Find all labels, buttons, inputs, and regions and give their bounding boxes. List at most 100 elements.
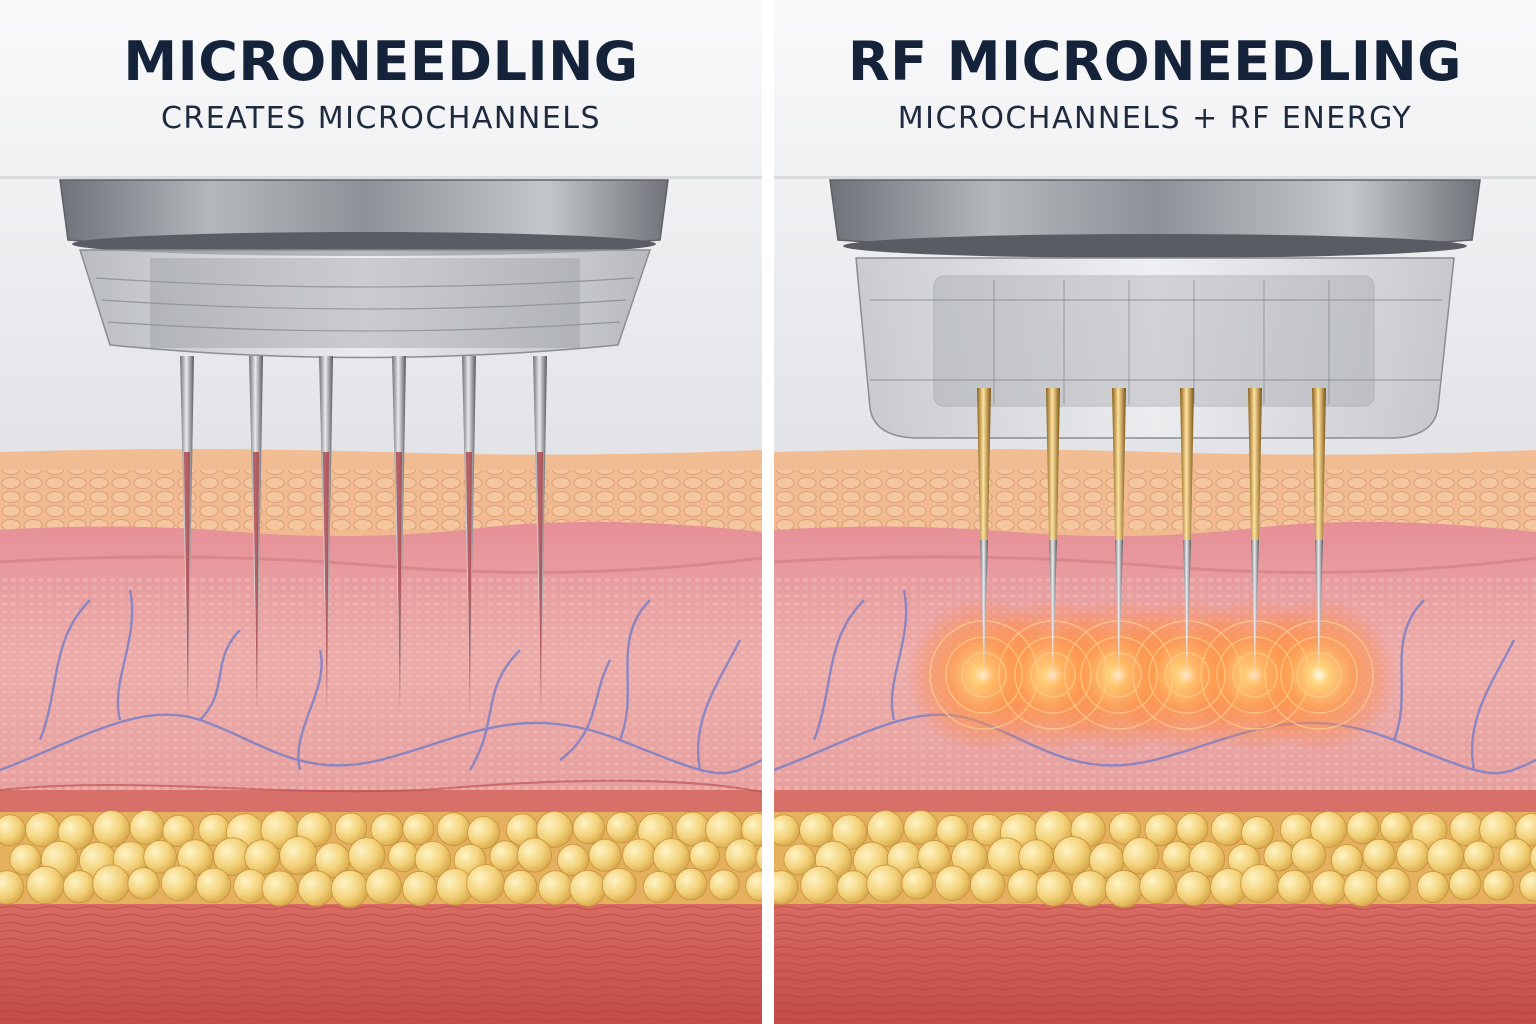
fat-cell <box>436 812 471 846</box>
fat-cell <box>774 870 799 905</box>
rf-energy-zones <box>906 597 1397 753</box>
rf-needle <box>1112 388 1126 672</box>
fat-cell <box>1380 811 1412 844</box>
needle <box>180 356 194 712</box>
rf-needle <box>1046 388 1060 672</box>
fat-cell <box>741 813 762 847</box>
fat-cell <box>1035 870 1072 907</box>
fat-cell <box>1241 816 1274 849</box>
fat-cell <box>1529 844 1536 872</box>
fat-cell <box>1210 812 1245 846</box>
fat-cell <box>1375 867 1411 903</box>
rf-microneedling-illustration <box>774 0 1536 1024</box>
fat-cell <box>724 838 759 873</box>
fat-cell <box>755 844 762 872</box>
fat-cell <box>0 870 25 905</box>
panel-subtitle: CREATES MICROCHANNELS <box>160 101 602 137</box>
fat-cell <box>1416 871 1449 904</box>
panel-microneedling: MICRONEEDLING CREATES MICROCHANNELS <box>0 0 762 1024</box>
fat-cell <box>951 839 988 876</box>
fat-cell <box>601 867 637 903</box>
fat-cell <box>572 811 606 845</box>
fat-cell <box>1343 869 1380 907</box>
fat-cell <box>1515 813 1536 847</box>
fat-cell <box>297 870 335 907</box>
fat-cell <box>866 864 905 903</box>
rf-microneedling-device <box>829 179 1481 439</box>
fat-cell <box>127 867 160 900</box>
fat-cell <box>1071 870 1109 907</box>
fat-cell <box>387 841 419 873</box>
fat-cell <box>62 870 96 904</box>
fat-cell <box>1161 841 1193 873</box>
fat-cell <box>903 810 939 845</box>
needle-array <box>180 356 547 712</box>
fat-cell <box>92 864 131 903</box>
fat-cell <box>279 836 319 875</box>
fat-cell <box>334 812 368 845</box>
fat-cell <box>1108 812 1142 845</box>
fat-cell <box>557 844 590 877</box>
fat-cell <box>917 840 951 874</box>
fat-cell <box>689 840 721 872</box>
fat-cell <box>503 869 538 904</box>
needle <box>249 356 263 712</box>
fat-cell <box>348 837 386 875</box>
rf-needle <box>977 388 991 672</box>
fat-cell <box>1277 869 1312 904</box>
left-title-block: MICRONEEDLING CREATES MICROCHANNELS <box>0 30 762 137</box>
fat-cell <box>93 810 131 848</box>
rf-needle <box>1312 388 1326 672</box>
fat-cell <box>1346 811 1380 845</box>
fat-cell <box>970 867 1006 903</box>
fat-cell <box>517 837 553 873</box>
fat-cell <box>467 816 500 849</box>
fat-cell <box>1463 840 1495 872</box>
panel-title: MICRONEEDLING <box>123 30 639 93</box>
fat-cell <box>1139 867 1176 905</box>
fat-cell <box>745 870 762 902</box>
fat-layer <box>0 810 762 908</box>
needle <box>462 356 476 712</box>
skin-layers <box>0 449 762 1024</box>
needle <box>533 356 547 712</box>
fat-cell <box>1482 869 1514 901</box>
fat-cell <box>1312 870 1347 906</box>
fat-cell <box>402 813 435 846</box>
fat-cell <box>1176 870 1212 907</box>
fat-cell <box>536 811 573 848</box>
fat-cell <box>1240 864 1279 903</box>
fat-cell <box>867 810 905 848</box>
fat-cell <box>1519 870 1536 902</box>
fat-cell <box>1498 838 1533 873</box>
fat-cell <box>836 870 870 904</box>
fat-cell <box>1448 867 1482 901</box>
fat-cell <box>196 867 232 903</box>
fat-cell <box>538 870 573 906</box>
panel-title: RF MICRONEEDLING <box>847 30 1463 93</box>
fat-cell <box>569 869 606 907</box>
panel-rf-microneedling: RF MICRONEEDLING MICROCHANNELS + RF ENER… <box>774 0 1536 1024</box>
rf-needle <box>1248 388 1262 672</box>
panel-subtitle: MICROCHANNELS + RF ENERGY <box>897 101 1413 137</box>
insulated-needle-array <box>977 388 1326 672</box>
fat-cell <box>143 840 177 874</box>
fat-cell <box>261 870 298 907</box>
fat-cell <box>674 867 708 901</box>
fat-cell <box>1122 837 1160 875</box>
microneedling-illustration <box>0 0 762 1024</box>
fat-cell <box>402 870 438 907</box>
fat-cell <box>1053 836 1093 875</box>
fat-cell <box>606 811 638 844</box>
fat-cell <box>1176 813 1209 846</box>
fat-cell <box>708 869 740 901</box>
fat-cell <box>800 865 839 905</box>
fat-cell <box>1104 869 1143 908</box>
blood-vessels <box>774 589 1536 775</box>
fat-cell <box>936 815 969 848</box>
fat-cell <box>1331 844 1364 877</box>
fat-cell <box>622 838 656 873</box>
blood-vessels <box>0 589 762 775</box>
fat-cell <box>935 865 971 901</box>
